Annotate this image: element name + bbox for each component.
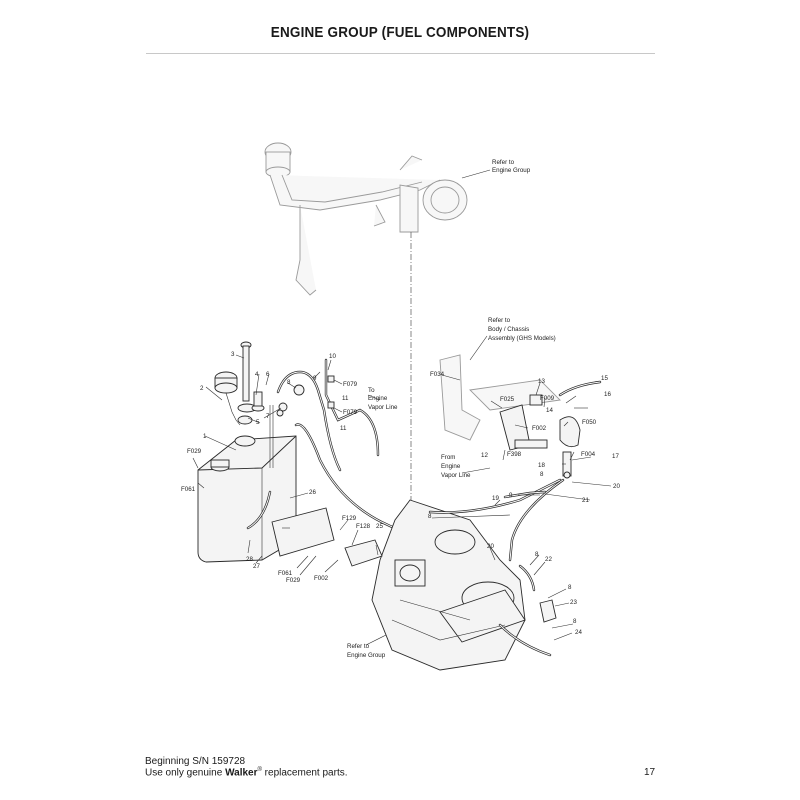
callout-16: 16 xyxy=(604,391,611,398)
callout-18: 18 xyxy=(538,462,545,469)
callout-22: 22 xyxy=(545,556,552,563)
callout-8-bottom: 8 xyxy=(573,618,577,625)
callout-28: 28 xyxy=(246,556,253,563)
title-rule xyxy=(146,53,655,54)
callout-12: 12 xyxy=(481,452,488,459)
callout-4: 4 xyxy=(255,371,259,378)
callout-f009: F009 xyxy=(540,395,555,402)
note-to-engine-vapor: To Engine Vapor Line xyxy=(368,387,398,411)
callout-f034: F034 xyxy=(430,371,445,378)
callout-f050: F050 xyxy=(582,419,597,426)
callout-f061-left: F061 xyxy=(181,486,196,493)
fuel-cap xyxy=(214,371,241,426)
callout-f002-left: F002 xyxy=(314,575,329,582)
callout-26: 26 xyxy=(309,489,316,496)
callout-8-filter: 8 xyxy=(568,584,572,591)
air-intake-assembly-ghost xyxy=(264,142,468,296)
callout-f002-right: F002 xyxy=(532,425,547,432)
callout-23: 23 xyxy=(570,599,577,606)
fuel-filter xyxy=(539,599,557,623)
callout-20-right: 20 xyxy=(613,483,620,490)
callout-13: 13 xyxy=(538,378,545,385)
callout-15: 15 xyxy=(601,375,608,382)
callout-3: 3 xyxy=(231,351,235,358)
callout-8-right: 8 xyxy=(540,471,544,478)
note-from-engine-vapor: From Engine Vapor Line xyxy=(441,454,471,479)
leader-lines xyxy=(192,335,612,646)
note-refer-engine-bottom: Refer to Engine Group xyxy=(347,643,386,659)
callout-27: 27 xyxy=(253,563,260,570)
callout-labels: 1 2 3 4 6 5 7 8 9 10 F079 11 F079 11 To … xyxy=(181,317,620,659)
callout-1: 1 xyxy=(203,433,207,440)
callout-20-mid: 20 xyxy=(487,543,494,550)
tank-heat-shield xyxy=(271,507,335,557)
callout-8-mid: 8 xyxy=(428,513,432,520)
callout-10: 10 xyxy=(329,353,336,360)
footer-notice-suffix: replacement parts. xyxy=(261,767,348,779)
callout-11-upper: 11 xyxy=(342,395,349,402)
footer-brand: Walker xyxy=(225,767,258,779)
callout-9-right: 9 xyxy=(509,492,513,499)
callout-f004: F004 xyxy=(581,451,596,458)
callout-f128: F128 xyxy=(356,523,371,530)
page-title: ENGINE GROUP (FUEL COMPONENTS) xyxy=(270,24,530,41)
footer-notice-prefix: Use only genuine xyxy=(145,767,226,779)
footer-serial: Beginning S/N 159728 xyxy=(145,756,246,767)
callout-f079-upper: F079 xyxy=(343,381,358,388)
callout-14: 14 xyxy=(546,407,553,414)
callout-f079-lower: F079 xyxy=(343,409,358,416)
callout-f029-left: F029 xyxy=(187,448,202,455)
note-refer-body-chassis: Refer to Body / Chassis Assembly (GHS Mo… xyxy=(488,317,556,342)
callout-5: 5 xyxy=(256,419,260,426)
registered-mark: ® xyxy=(257,767,262,773)
callout-11-lower: 11 xyxy=(340,425,347,432)
callout-19: 19 xyxy=(492,495,499,502)
callout-8-upper: 8 xyxy=(287,379,291,386)
callout-f029-bottom: F029 xyxy=(286,577,301,584)
callout-f129: F129 xyxy=(342,515,357,522)
engine-block xyxy=(344,499,526,671)
callout-6: 6 xyxy=(266,371,270,378)
fuel-sender xyxy=(237,341,265,425)
fuel-pump-group xyxy=(499,380,602,479)
callout-f025: F025 xyxy=(500,396,515,403)
callout-9-upper: 9 xyxy=(313,375,317,382)
note-refer-engine-top: Refer to Engine Group xyxy=(492,159,531,174)
callout-2: 2 xyxy=(200,385,204,392)
callout-8-lower: 8 xyxy=(535,551,539,558)
callout-f398: F398 xyxy=(507,451,522,458)
page-number: 17 xyxy=(644,767,656,778)
callout-f061-bottom: F061 xyxy=(278,570,293,577)
callout-7: 7 xyxy=(266,413,270,420)
callout-21: 21 xyxy=(582,497,589,504)
fuel-tank xyxy=(197,435,297,563)
footer-notice: Use only genuine Walker® replacement par… xyxy=(145,767,348,778)
callout-17: 17 xyxy=(612,453,619,460)
callout-25: 25 xyxy=(376,523,383,530)
callout-24: 24 xyxy=(575,629,582,636)
